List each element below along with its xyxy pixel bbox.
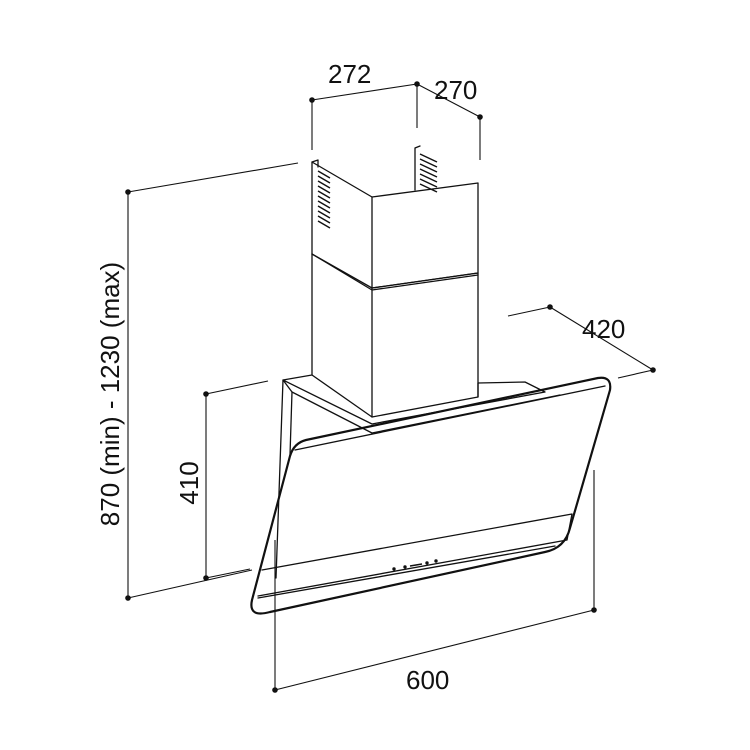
control-button-icon bbox=[434, 559, 438, 563]
dimension-point bbox=[309, 97, 315, 103]
dimension-hood-width: 600 bbox=[272, 470, 597, 695]
dimension-duct-depth: 270 bbox=[416, 75, 483, 160]
dimension-label-duct-depth: 270 bbox=[434, 75, 477, 105]
dimension-hood-depth: 420 bbox=[507, 304, 656, 379]
dimension-label-hood-width: 600 bbox=[406, 665, 449, 695]
dimension-point bbox=[477, 114, 483, 120]
hood-body bbox=[250, 374, 612, 615]
dimension-label-duct-width: 272 bbox=[328, 59, 371, 89]
glass-front-panel bbox=[250, 376, 612, 615]
dimension-point bbox=[125, 595, 131, 601]
control-display-icon bbox=[409, 563, 423, 567]
lower-duct-right-face bbox=[371, 272, 479, 418]
upper-duct-back-edges bbox=[311, 145, 421, 191]
dimension-label-total-height: 870 (min) - 1230 (max) bbox=[95, 262, 125, 526]
control-button-icon bbox=[403, 565, 407, 569]
dimension-point bbox=[650, 367, 656, 373]
dimension-hood-height: 410 bbox=[174, 380, 269, 581]
control-button-icon bbox=[392, 567, 396, 571]
hood-left-side bbox=[275, 379, 293, 579]
control-button-icon bbox=[425, 561, 429, 565]
upper-duct-right-face bbox=[371, 182, 479, 289]
dimension-total-height: 870 (min) - 1230 (max) bbox=[95, 162, 299, 601]
dimension-point bbox=[272, 687, 278, 693]
control-strip bbox=[257, 513, 573, 597]
dimension-label-hood-height: 410 bbox=[174, 461, 204, 504]
dimension-point bbox=[203, 391, 209, 397]
control-buttons bbox=[392, 559, 438, 571]
vent-slots-right bbox=[419, 153, 438, 193]
duct-join-line bbox=[311, 253, 479, 291]
glass-inner-line bbox=[294, 385, 606, 451]
hood-top-plate bbox=[282, 374, 561, 434]
dimension-point bbox=[591, 607, 597, 613]
dimension-label-hood-depth: 420 bbox=[582, 314, 625, 344]
upper-duct-left-face bbox=[311, 161, 373, 289]
dimension-duct-width: 272 bbox=[309, 59, 420, 150]
vent-slots-left bbox=[317, 170, 331, 229]
dimension-point bbox=[547, 304, 553, 310]
control-strip-underline bbox=[257, 545, 556, 599]
lower-duct-left-face bbox=[311, 253, 373, 418]
dimension-point bbox=[125, 189, 131, 195]
dimension-point bbox=[203, 575, 209, 581]
chimney-duct bbox=[311, 145, 479, 418]
